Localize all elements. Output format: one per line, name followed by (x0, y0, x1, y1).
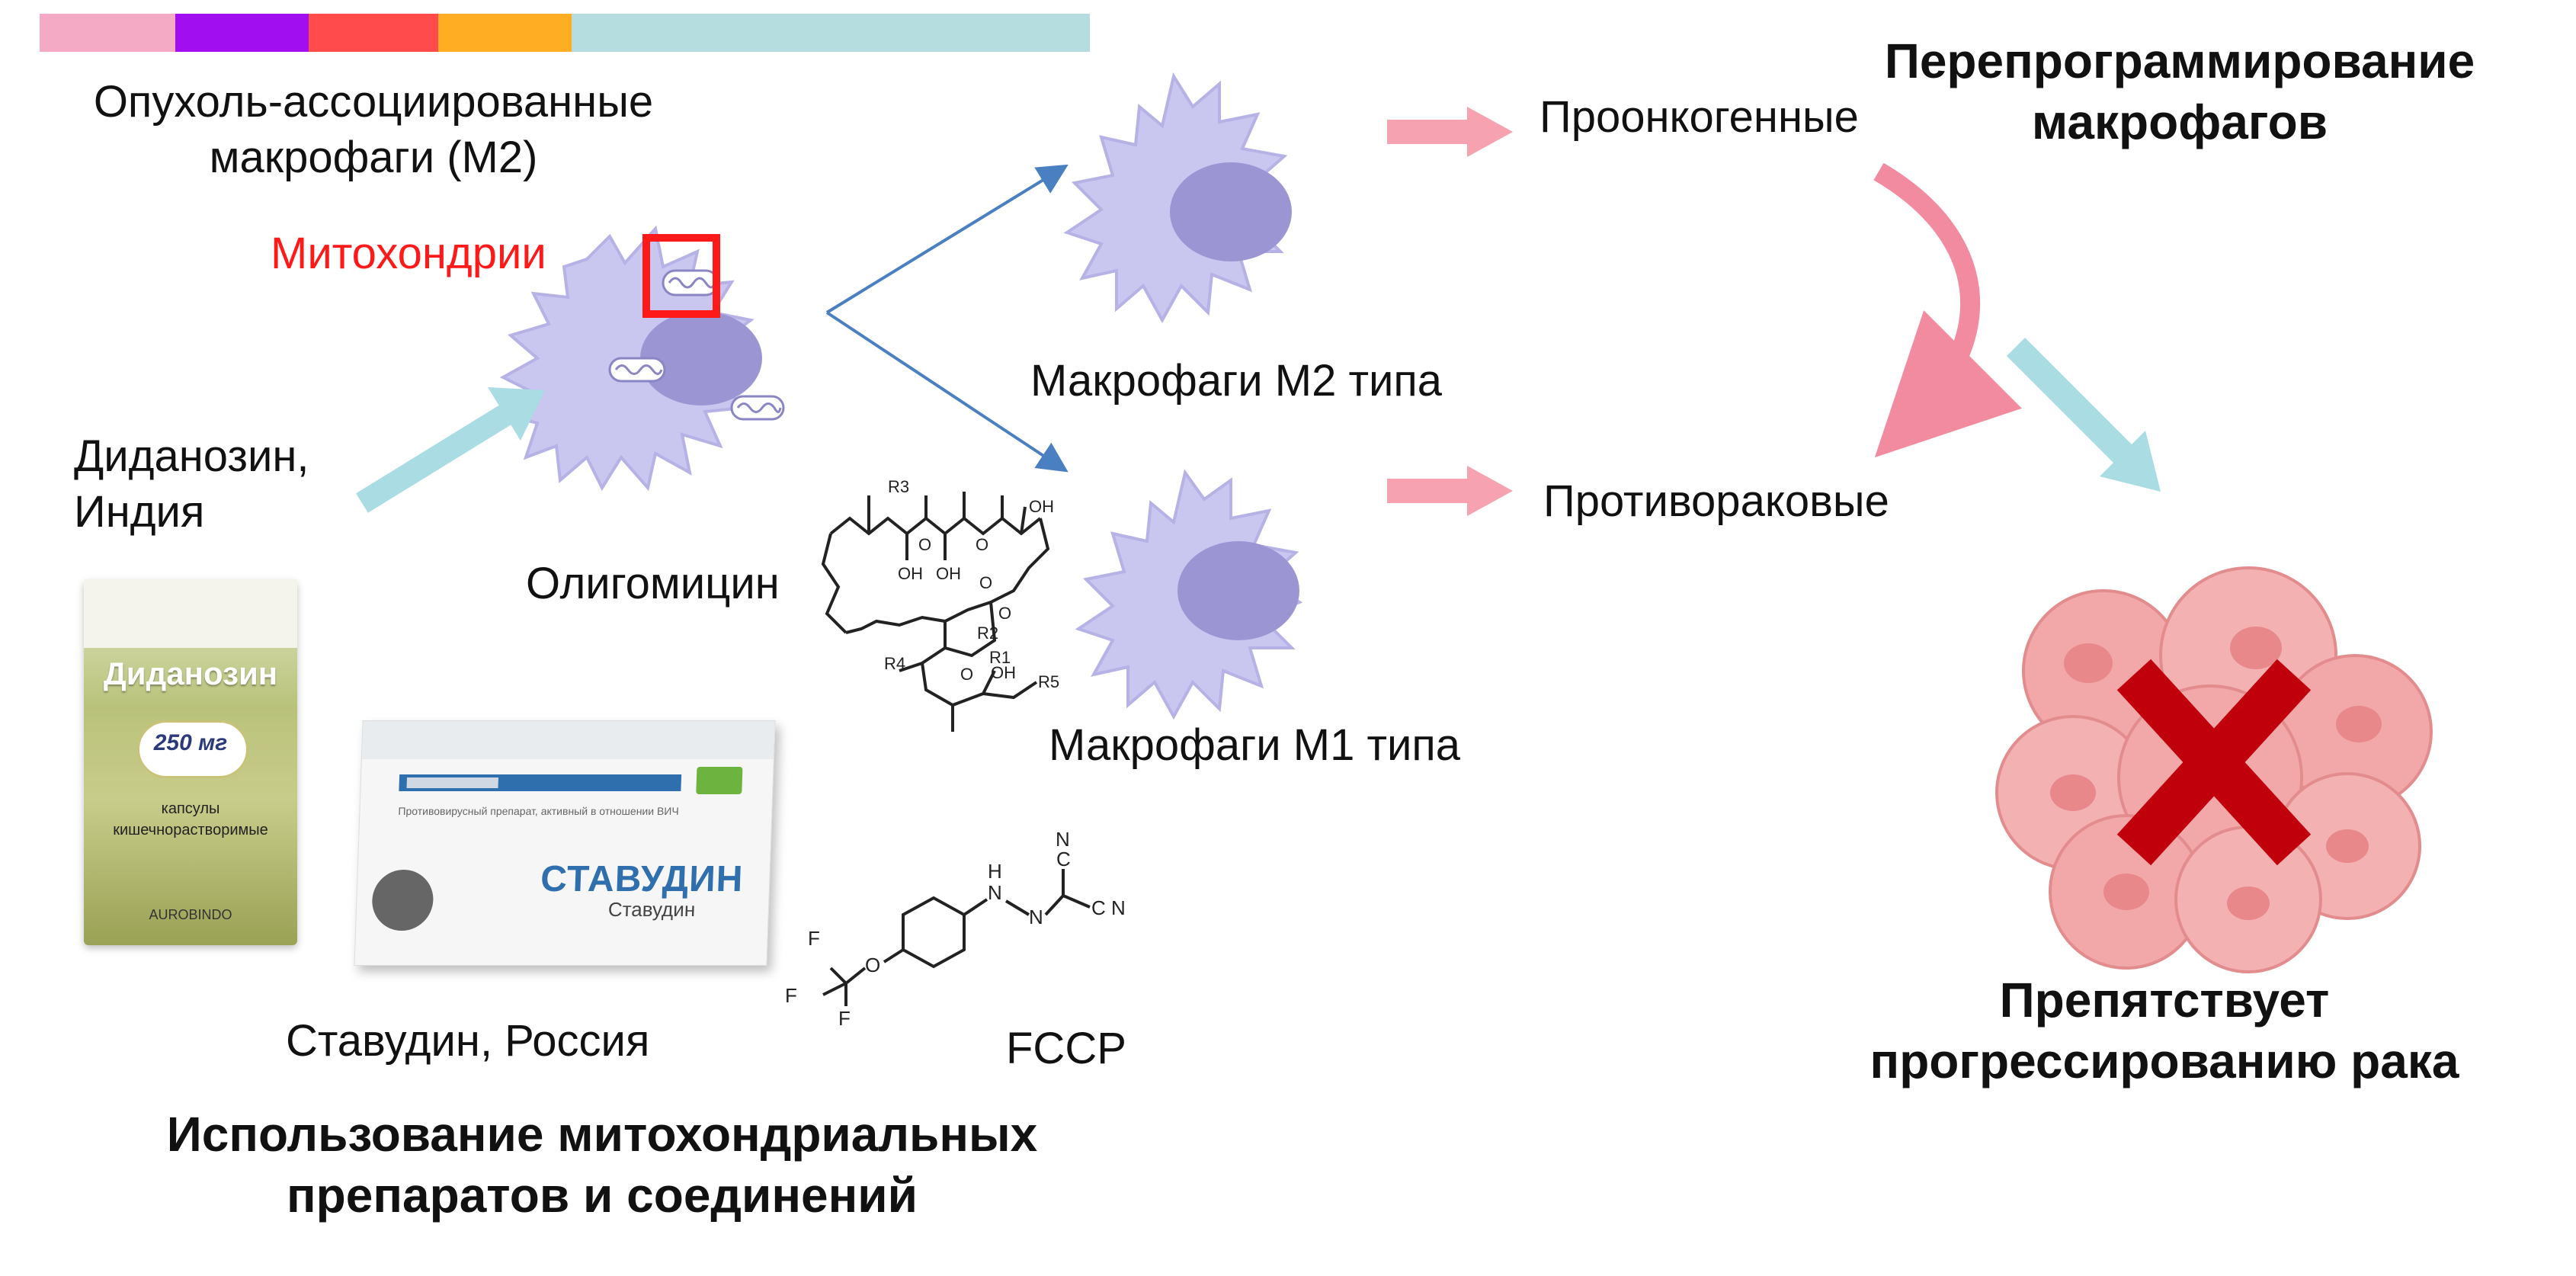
fccp-atom: O (865, 954, 880, 976)
oligomycin-atom: OH (898, 564, 923, 583)
stripe-segment-red (309, 14, 438, 52)
fccp-atom: N (1056, 828, 1070, 851)
didanosine-pack-maker: AUROBINDO (149, 907, 232, 922)
mitochondria-icon (608, 269, 785, 421)
m1-macrophage-icon (1075, 469, 1303, 720)
tam-label-line1: Опухоль-ассоциированные (93, 77, 654, 127)
fccp-atom: N (1111, 896, 1126, 919)
didanosine-pack-caps-1: капсулы (161, 800, 220, 817)
usage-title-line1: Использование митохондриальных (166, 1107, 1038, 1162)
stavudine-pack-subname: Ставудин (607, 898, 696, 921)
fccp-atom: N (988, 881, 1002, 904)
stripe-segment-orange (438, 14, 572, 52)
oligomycin-atom: OH (1029, 497, 1054, 516)
tam-macrophage-icon (499, 225, 785, 492)
oligomycin-atom: O (998, 604, 1011, 623)
oligomycin-atom: O (979, 573, 992, 592)
oligomycin-atom: O (960, 665, 973, 684)
oligomycin-atom-labels: R3 OH OH O O OH O O R2 R4 R1 O OH R5 (884, 477, 1059, 691)
fccp-atom: C (1056, 848, 1071, 870)
didanosine-label: Диданозин, Индия (74, 429, 309, 540)
usage-title: Использование митохондриальных препарато… (152, 1104, 1052, 1226)
didanosine-label-line2: Индия (74, 486, 205, 537)
cancer-arrow-icon (2006, 337, 2161, 492)
fccp-atom: C (1091, 896, 1106, 919)
fccp-atom: F (838, 1007, 851, 1030)
stripe-segment-teal (572, 14, 1090, 52)
reprogramming-title-line2: макрофагов (2031, 95, 2328, 149)
tam-label: Опухоль-ассоциированные макрофаги (М2) (91, 75, 655, 185)
reprogramming-title-line1: Перепрограммирование (1884, 34, 2475, 88)
anti-cancer-label: Противораковые (1543, 476, 1889, 526)
stripe-segment-pink (40, 14, 175, 52)
oligomycin-atom: R3 (888, 477, 909, 496)
stavudine-pack-image: Противовирусный препарат, активный в отн… (354, 720, 776, 966)
stavudine-label: Ставудин, Россия (286, 1016, 650, 1066)
didanosine-arrow-icon (356, 387, 545, 513)
didanosine-pack-caps-2: кишечнорастворимые (113, 822, 268, 838)
oligomycin-atom: O (976, 535, 988, 554)
prevents-progression-title: Препятствует прогрессированию рака (1799, 970, 2530, 1092)
arrow-to-m2 (825, 164, 1069, 314)
fccp-atom: F (785, 984, 797, 1007)
prevents-line2: прогрессированию рака (1870, 1034, 2459, 1088)
fccp-label: FCCP (1006, 1024, 1126, 1073)
mitochondria-highlight-box (642, 234, 720, 318)
didanosine-pack-name: Диданозин (103, 656, 278, 691)
prevents-line1: Препятствует (1999, 973, 2330, 1028)
mitochondria-label: Митохондрии (271, 229, 546, 278)
stavudine-pack-name: СТАВУДИН (540, 859, 745, 899)
fccp-atom-labels: N C H N N C N F F F O (785, 828, 1126, 1030)
pro-oncogenic-label: Проонкогенные (1540, 92, 1859, 142)
oligomycin-atom: OH (936, 564, 961, 583)
m2-macrophages-label: Макрофаги М2 типа (1030, 356, 1443, 406)
pink-arrow-anti-icon (1387, 466, 1513, 516)
didanosine-pack-image: Диданозин 250 мг капсулы кишечнораствори… (84, 579, 297, 945)
fccp-atom: H (988, 860, 1002, 883)
didanosine-label-line1: Диданозин, (74, 431, 309, 481)
reprogramming-title: Перепрограммирование макрофагов (1821, 30, 2538, 152)
oligomycin-atom: R4 (884, 654, 905, 673)
reprogramming-curve-arrow-icon (1873, 162, 2022, 458)
oligomycin-atom: OH (991, 663, 1016, 682)
oligomycin-atom: R2 (977, 624, 998, 643)
arrow-to-m1 (825, 311, 1069, 473)
pink-arrow-pro-icon (1387, 107, 1513, 157)
fccp-atom: F (808, 927, 820, 950)
oligomycin-atom: R5 (1038, 672, 1059, 691)
m1-macrophages-label: Макрофаги М1 типа (1049, 720, 1461, 770)
stavudine-pack-fine: Противовирусный препарат, активный в отн… (398, 805, 680, 817)
fccp-structure-icon (822, 869, 1091, 1006)
usage-title-line2: препаратов и соединений (287, 1168, 918, 1223)
oligomycin-atom: O (918, 535, 931, 554)
didanosine-pack-dose: 250 мг (153, 730, 228, 755)
fccp-atom: N (1029, 906, 1043, 928)
oligomycin-structure-icon (821, 492, 1050, 732)
stripe-segment-purple (175, 14, 309, 52)
red-cross-icon (2116, 659, 2312, 866)
tam-label-line2: макрофаги (М2) (209, 132, 538, 182)
oligomycin-label: Олигомицин (526, 559, 780, 608)
m2-macrophage-icon (1063, 72, 1292, 324)
oligomycin-atom: R1 (989, 648, 1011, 667)
